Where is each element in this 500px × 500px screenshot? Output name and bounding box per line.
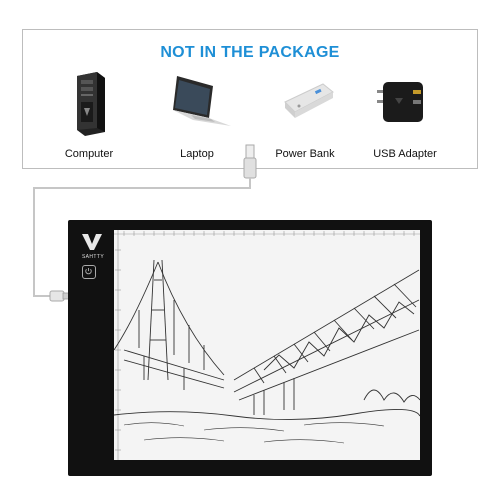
- brand-logo-icon: [82, 234, 102, 250]
- item-laptop: Laptop: [147, 68, 247, 168]
- light-pad-screen: [114, 230, 420, 460]
- item-label-laptop: Laptop: [180, 148, 214, 160]
- power-bank-icon: [284, 83, 334, 118]
- computer-tower-icon: [77, 72, 105, 136]
- package-title: NOT IN THE PACKAGE: [160, 44, 340, 61]
- item-label-power-bank: Power Bank: [275, 148, 335, 160]
- item-label-usb-adapter: USB Adapter: [373, 148, 437, 160]
- item-computer: Computer: [39, 68, 139, 168]
- item-power-bank: Power Bank: [255, 68, 355, 168]
- usb-adapter-icon: [377, 82, 423, 122]
- item-usb-adapter: USB Adapter: [355, 68, 455, 168]
- item-label-computer: Computer: [64, 148, 114, 160]
- laptop-icon: [173, 76, 231, 126]
- bridge-sketch-image: [114, 230, 420, 460]
- brand-name: SAHTTY: [81, 254, 105, 260]
- power-button-icon[interactable]: [82, 265, 96, 279]
